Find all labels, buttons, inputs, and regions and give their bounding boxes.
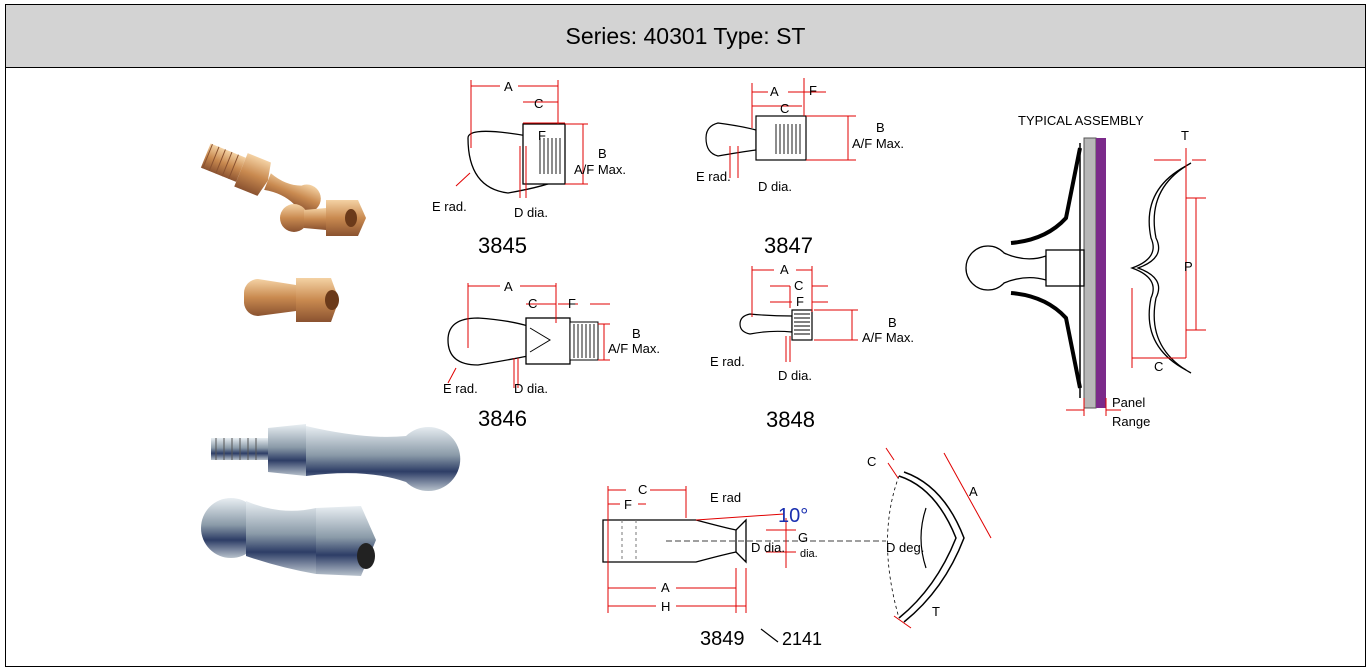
diagram-3847: A F C B A/F Max. E rad. D dia. 3847 — [696, 78, 904, 258]
dim-b: B — [876, 120, 885, 135]
diagram-3845: A C F B A/F Max. E rad. D dia. 3845 — [432, 79, 626, 258]
panel-label: Panel — [1112, 395, 1145, 410]
part-number-3846: 3846 — [478, 406, 527, 431]
part-number-3847: 3847 — [764, 233, 813, 258]
part-number-3845: 3845 — [478, 233, 527, 258]
assembly-dim-t: T — [1181, 128, 1189, 143]
dim-f: F — [568, 296, 576, 311]
clip-dim-d: D deg. — [886, 540, 924, 555]
clip-dim-a: A — [969, 484, 978, 499]
dim-f: F — [624, 497, 632, 512]
part-number-2141: 2141 — [782, 629, 822, 649]
dim-d: D dia. — [778, 368, 812, 383]
diagram-3848: A C F B A/F Max. E rad. D dia. 3848 — [710, 262, 914, 432]
dim-c: C — [780, 101, 789, 116]
dim-af: A/F Max. — [862, 330, 914, 345]
dim-c: C — [528, 296, 537, 311]
dim-c: C — [534, 96, 543, 111]
product-panel: Series: 40301 Type: ST — [5, 4, 1366, 667]
dim-af: A/F Max. — [852, 136, 904, 151]
dim-c: C — [638, 482, 647, 497]
dim-g: G — [798, 530, 808, 545]
dim-af: A/F Max. — [574, 162, 626, 177]
dim-f: F — [538, 128, 546, 143]
dim-a: A — [504, 79, 513, 94]
dim-e: E rad — [710, 490, 741, 505]
dim-d: D dia. — [758, 179, 792, 194]
dim-h: H — [661, 599, 670, 614]
part-number-3849: 3849 — [700, 628, 745, 650]
dim-b: B — [598, 146, 607, 161]
range-label: Range — [1112, 414, 1150, 429]
dim-e: E rad. — [696, 169, 731, 184]
part-number-3848: 3848 — [766, 407, 815, 432]
assembly-title: TYPICAL ASSEMBLY — [1018, 113, 1144, 128]
dim-d: D dia. — [514, 381, 548, 396]
photo-steel-stud-screw — [211, 424, 461, 491]
photo-brass-stud-middle — [244, 278, 339, 322]
assembly-dim-p: P — [1184, 259, 1193, 274]
dim-a: A — [780, 262, 789, 277]
dim-e: E rad. — [432, 199, 467, 214]
dim-a: A — [504, 279, 513, 294]
dim-af: A/F Max. — [608, 341, 660, 356]
dim-e: E rad. — [443, 381, 478, 396]
dim-d: D dia. — [514, 205, 548, 220]
diagram-3846: A C F B A/F Max. E rad. D dia. 3846 — [443, 279, 660, 431]
diagram-canvas: A C F B A/F Max. E rad. D dia. 3845 — [200, 78, 1206, 650]
dim-a: A — [661, 580, 670, 595]
dim-b: B — [888, 315, 897, 330]
dim-b: B — [632, 326, 641, 341]
dim-f: F — [809, 83, 817, 98]
dim-a: A — [770, 84, 779, 99]
clip-dim-t: T — [932, 604, 940, 619]
page-title: Series: 40301 Type: ST — [6, 5, 1365, 68]
assembly-dim-c: C — [1154, 359, 1163, 374]
photo-steel-stud-nut — [201, 498, 376, 576]
angle-label: 10° — [778, 505, 808, 527]
typical-assembly-diagram: TYPICAL ASSEMBLY — [965, 113, 1206, 429]
content-area: A C F B A/F Max. E rad. D dia. 3845 — [6, 68, 1365, 666]
dim-f: F — [796, 294, 804, 309]
dim-d: D dia. — [751, 540, 785, 555]
dim-c: C — [794, 278, 803, 293]
diagram-3849: C F E rad 10° D dia. G dia. A H 3849 214… — [602, 482, 886, 650]
photo-brass-studs-top — [200, 143, 366, 236]
clip-dim-c: C — [867, 454, 876, 469]
dim-e: E rad. — [710, 354, 745, 369]
spring-clip-diagram: C A D deg. T — [867, 447, 992, 629]
dim-g-dia: dia. — [800, 548, 818, 560]
